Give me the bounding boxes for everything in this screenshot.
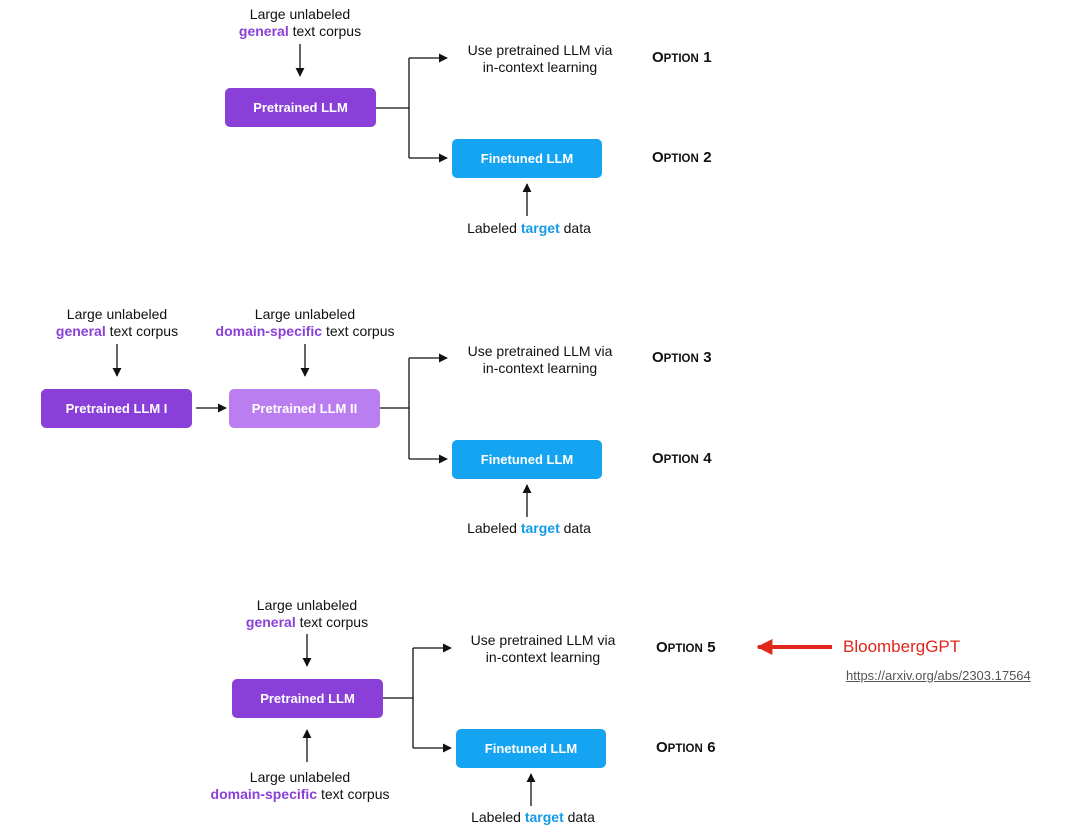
branch-line-3 (380, 358, 410, 409)
in-context-label-3: Use pretrained LLM via in-context learni… (470, 632, 616, 665)
pretrained-llm-II-box: Pretrained LLM II (229, 389, 380, 428)
branch-line-5 (383, 648, 414, 699)
finetuned-llm-box-2: Finetuned LLM (452, 440, 602, 479)
in-context-label-2: Use pretrained LLM via in-context learni… (467, 343, 613, 376)
target-data-label-3: Labeled target data (471, 809, 595, 825)
finetuned-llm-box-1: Finetuned LLM (452, 139, 602, 178)
general-corpus-label-3: Large unlabeled general text corpus (245, 597, 369, 630)
domain-corpus-label-3: Large unlabeled domain-specific text cor… (210, 769, 390, 802)
branch-line-1 (376, 58, 410, 109)
target-data-label-1: Labeled target data (467, 220, 591, 236)
pretrained-llm-box-3: Pretrained LLM (232, 679, 383, 718)
finetuned-llm-box-3: Finetuned LLM (456, 729, 606, 768)
general-corpus-label-1: Large unlabeled general text corpus (238, 6, 362, 39)
pretrained-llm-I-box: Pretrained LLM I (41, 389, 192, 428)
option-5-label: OPTION 5 (656, 639, 716, 656)
option-6-label: OPTION 6 (656, 739, 716, 756)
pretrained-llm-box-1: Pretrained LLM (225, 88, 376, 127)
domain-corpus-label-2: Large unlabeled domain-specific text cor… (215, 306, 395, 339)
option-1-label: OPTION 1 (652, 49, 712, 66)
option-3-label: OPTION 3 (652, 349, 712, 366)
general-corpus-label-2: Large unlabeled general text corpus (55, 306, 179, 339)
target-data-label-2: Labeled target data (467, 520, 591, 536)
bloomberggpt-label: BloombergGPT (843, 637, 961, 656)
option-4-label: OPTION 4 (652, 450, 712, 467)
arxiv-link[interactable]: https://arxiv.org/abs/2303.17564 (846, 668, 1031, 683)
option-2-label: OPTION 2 (652, 149, 712, 166)
in-context-label-1: Use pretrained LLM via in-context learni… (467, 42, 613, 75)
